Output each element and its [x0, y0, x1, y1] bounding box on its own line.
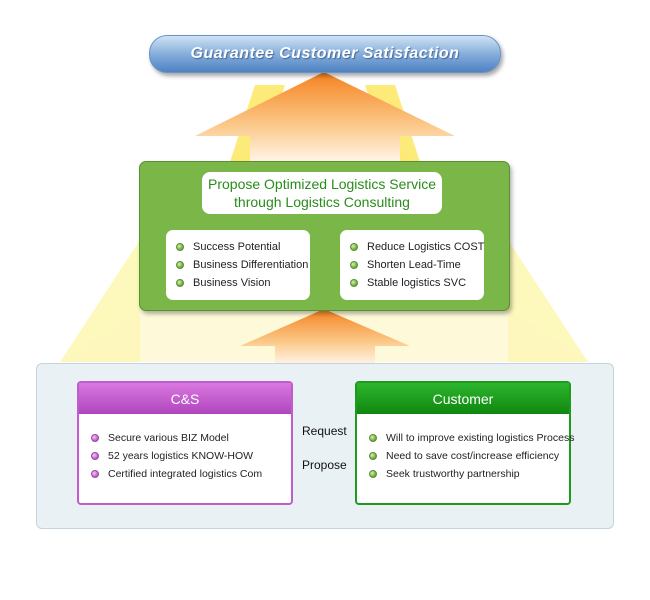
- bullet-icon: [350, 261, 358, 269]
- cs-title: C&S: [79, 383, 291, 414]
- list-item: Will to improve existing logistics Proce…: [369, 429, 574, 447]
- list-item: Certified integrated logistics Com: [91, 465, 291, 483]
- list-item: Stable logistics SVC: [350, 274, 484, 292]
- upper-arrow: [195, 72, 455, 161]
- bullet-icon: [369, 452, 377, 460]
- bullet-icon: [369, 434, 377, 442]
- bullet-icon: [176, 279, 184, 287]
- bullet-icon: [350, 279, 358, 287]
- proposal-title: Propose Optimized Logistics Service thro…: [202, 172, 442, 214]
- banner-title: Guarantee Customer Satisfaction: [190, 45, 460, 62]
- bullet-icon: [91, 434, 99, 442]
- list-item: Success Potential: [176, 238, 310, 256]
- proposal-title-line1: Propose Optimized Logistics Service: [208, 176, 436, 192]
- cs-box: C&S Secure various BIZ Model 52 years lo…: [77, 381, 293, 505]
- customer-box: Customer Will to improve existing logist…: [355, 381, 574, 505]
- bullet-icon: [91, 470, 99, 478]
- customer-title: Customer: [357, 383, 569, 414]
- list-item: Seek trustworthy partnership: [369, 465, 569, 483]
- list-item: Reduce Logistics COST: [350, 238, 484, 256]
- lower-arrow: [240, 309, 410, 364]
- bullet-icon: [176, 261, 184, 269]
- bullet-icon: [176, 243, 184, 251]
- bullet-icon: [369, 470, 377, 478]
- benefits-right: Reduce Logistics COST Shorten Lead-Time …: [340, 230, 484, 300]
- list-item: Business Vision: [176, 274, 310, 292]
- bullet-icon: [350, 243, 358, 251]
- list-item: Shorten Lead-Time: [350, 256, 484, 274]
- list-item: 52 years logistics KNOW-HOW: [91, 447, 291, 465]
- request-label: Request: [302, 424, 347, 438]
- bullet-icon: [91, 452, 99, 460]
- list-item: Secure various BIZ Model: [91, 429, 291, 447]
- list-item: Need to save cost/increase efficiency: [369, 447, 569, 465]
- list-item: Business Differentiation: [176, 256, 310, 274]
- benefits-left: Success Potential Business Differentiati…: [166, 230, 310, 300]
- proposal-title-line2: through Logistics Consulting: [234, 194, 410, 210]
- satisfaction-banner: Guarantee Customer Satisfaction: [149, 35, 501, 73]
- propose-label: Propose: [302, 458, 347, 472]
